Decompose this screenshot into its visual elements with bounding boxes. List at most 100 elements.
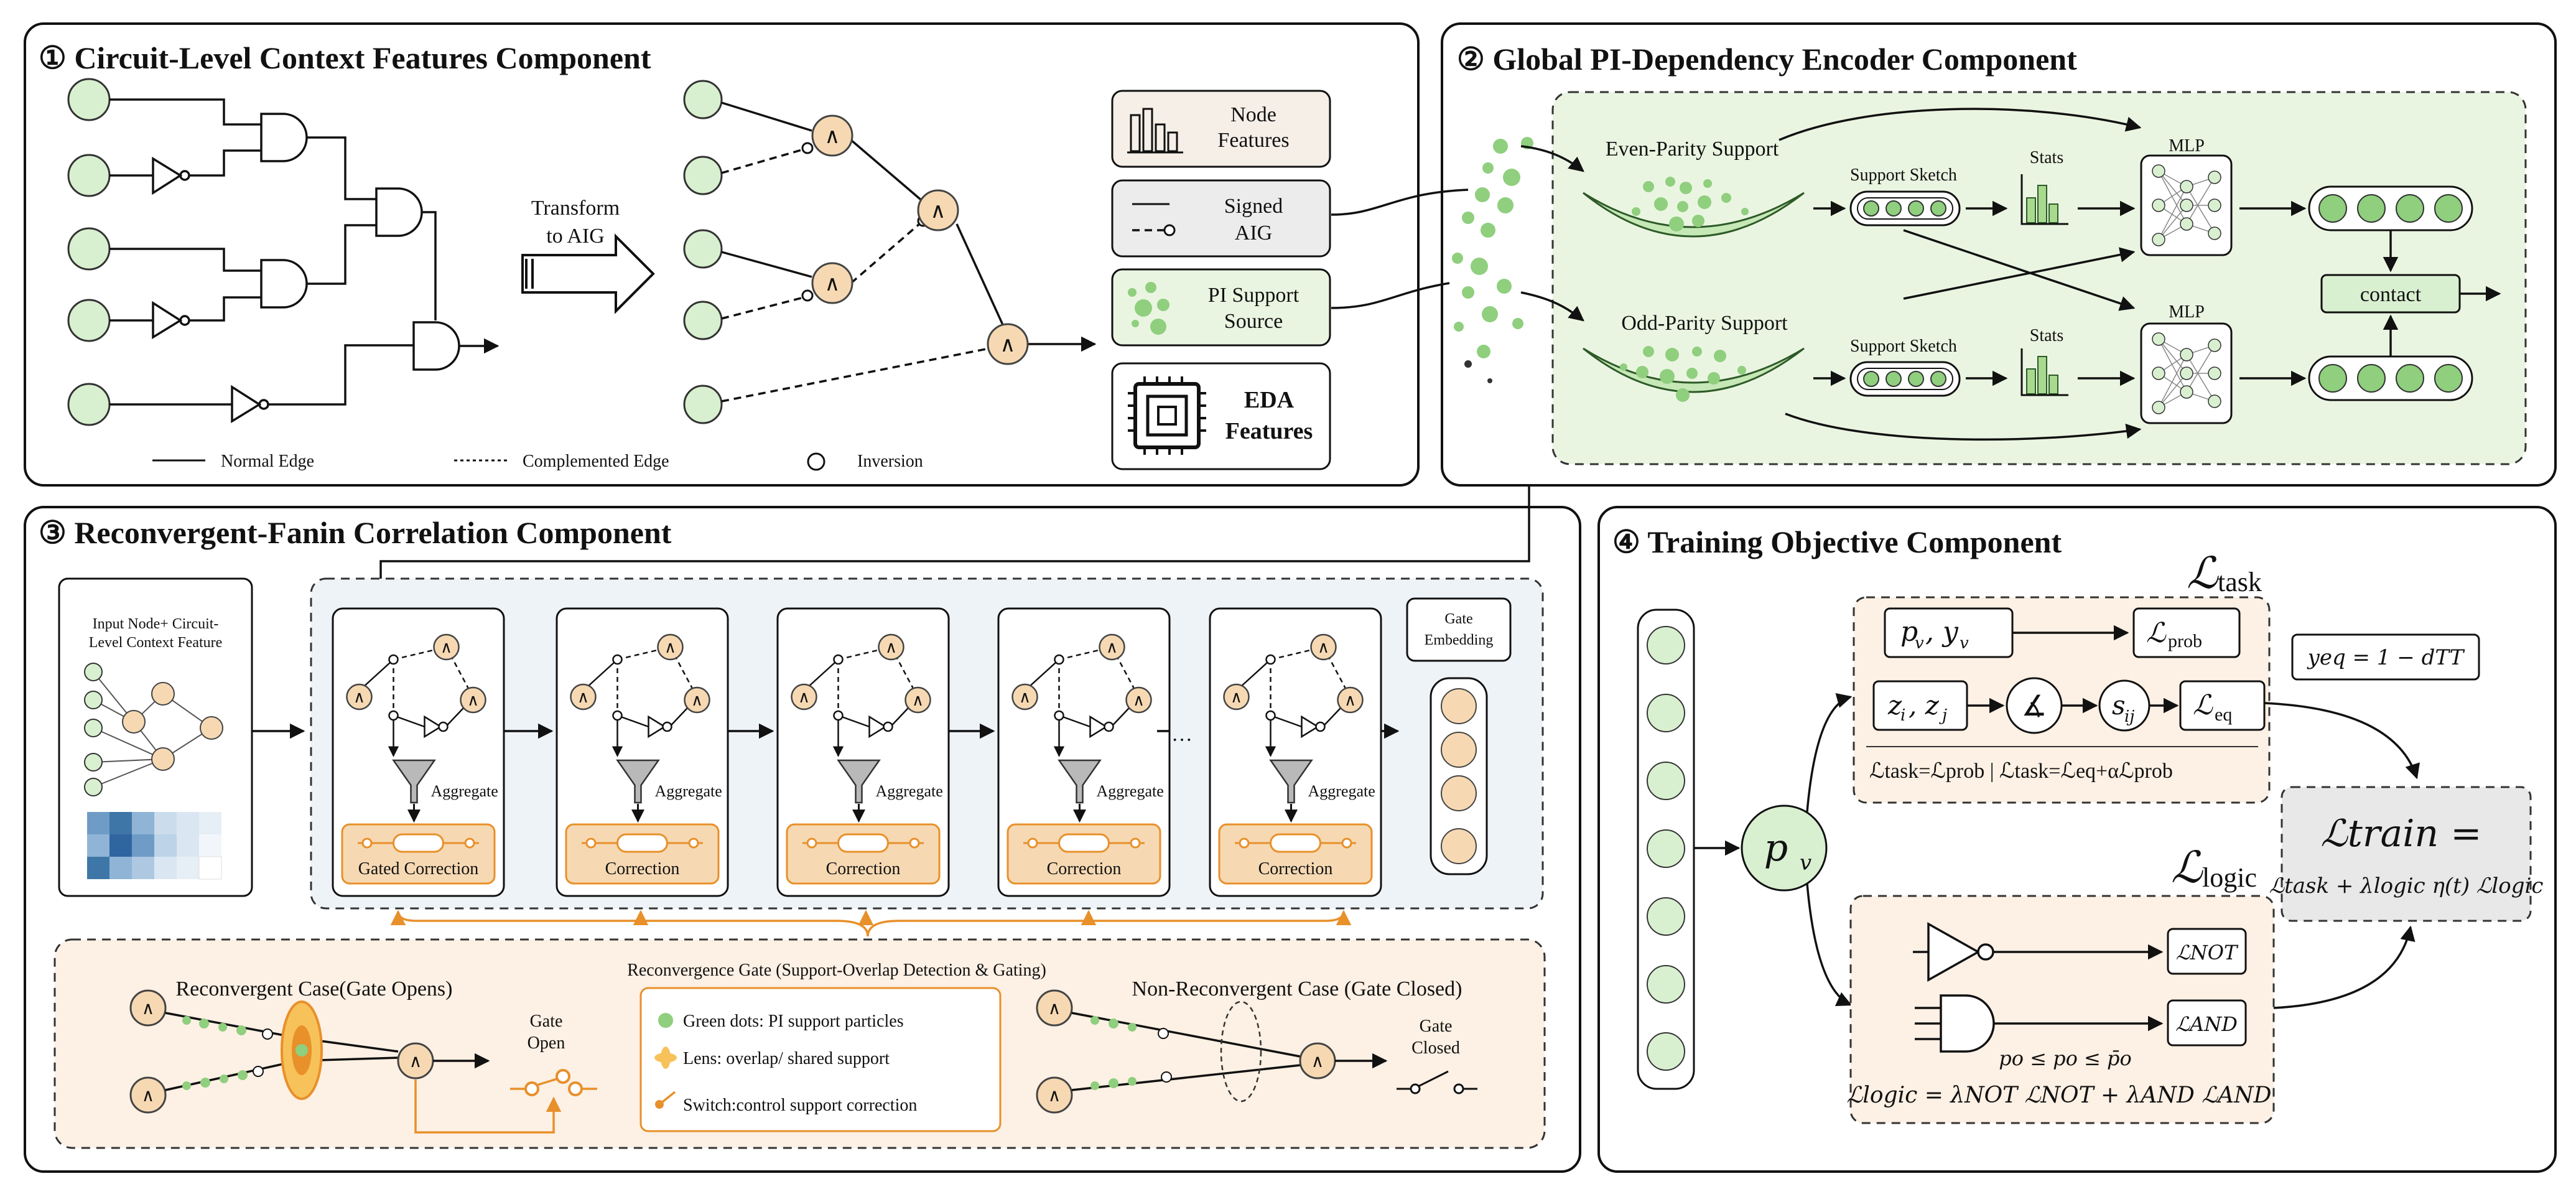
stage-inversion (388, 654, 399, 665)
even-parity-support: Even-Parity Support (1583, 138, 1805, 238)
aggregate-funnel-icon (392, 759, 436, 804)
svg-text:Open: Open (528, 1033, 565, 1053)
svg-text:contact: contact (2360, 283, 2422, 306)
stats-chart-icon-2 (2020, 348, 2068, 396)
svg-text:Switch:control support correct: Switch:control support correction (683, 1096, 917, 1115)
panel2-title: ② Global PI-Dependency Encoder Component (1457, 42, 2077, 77)
stage-inversion (1054, 710, 1064, 721)
aggregate-label: Aggregate (1097, 782, 1164, 800)
svg-text:Level Context Feature: Level Context Feature (89, 635, 223, 651)
svg-text:logic: logic (2202, 862, 2257, 893)
stage-and-label: ∧ (798, 688, 810, 706)
svg-text:∧: ∧ (1048, 1086, 1061, 1106)
svg-text:ℒtrain =: ℒtrain = (2321, 812, 2482, 856)
svg-text:ℒtask + λlogic η(t) ℒlogic: ℒtask + λlogic η(t) ℒlogic (2269, 874, 2544, 898)
stage-not-gate (424, 715, 442, 739)
stats-chart-icon (2020, 174, 2068, 225)
stage-and-label: ∧ (467, 691, 479, 709)
correction-switch-icon (1270, 833, 1321, 853)
stage-and-node (657, 633, 684, 661)
svg-text:Complemented Edge: Complemented Edge (523, 452, 669, 471)
svg-text:Stats: Stats (2030, 326, 2063, 345)
logic-loss-box: ℒNOT ℒAND po ≤ po ≤ p̄o ℒlogic = λNOT ℒN… (1846, 895, 2275, 1124)
stage-inversion (662, 721, 672, 732)
stage-inversion (612, 654, 623, 665)
svg-text:task: task (2218, 567, 2262, 597)
svg-text:ℒ: ℒ (2187, 548, 2219, 599)
correction-label: Correction (605, 859, 680, 879)
gate-open-switch-icon (510, 1069, 597, 1096)
svg-text:s: s (2112, 690, 2126, 720)
svg-text:z: z (1887, 690, 1902, 720)
panel4-title: ④ Training Objective Component (1612, 525, 2062, 559)
svg-text:∡: ∡ (2021, 690, 2047, 722)
correction-box (341, 823, 496, 885)
correction-terminal (909, 837, 920, 849)
stage-and-label: ∧ (1318, 638, 1329, 656)
svg-text:Support Sketch: Support Sketch (1850, 337, 1957, 356)
svg-text:ℒlogic = λNOT ℒNOT + λAND ℒAND: ℒlogic = λNOT ℒNOT + λAND ℒAND (1846, 1083, 2271, 1108)
svg-text:EDA: EDA (1244, 387, 1295, 413)
mlp-icon-bottom (2152, 332, 2221, 414)
stage-and-node (1310, 633, 1337, 661)
svg-text:MLP: MLP (2169, 136, 2205, 156)
stage-and-label: ∧ (1019, 688, 1031, 706)
svg-text:∧: ∧ (142, 999, 155, 1019)
stage-and-node (1125, 686, 1152, 714)
svg-text:Gate: Gate (530, 1012, 563, 1031)
stage-inversion (1054, 654, 1064, 665)
top-encoder-branch: Support Sketch Stats MLP (1813, 136, 2473, 273)
gate-embedding: Gate Embedding (1406, 597, 1512, 875)
svg-text:ij: ij (2124, 707, 2134, 726)
aggregate-label: Aggregate (1308, 782, 1375, 800)
correction-label: Correction (826, 859, 901, 879)
svg-text:∧: ∧ (409, 1052, 422, 1071)
stage-inversion (833, 654, 844, 665)
stage-and-label: ∧ (691, 691, 703, 709)
node-features-box: Node Features (1111, 90, 1331, 168)
svg-text:ℒAND: ℒAND (2175, 1012, 2238, 1036)
embedding-column (1637, 608, 1695, 1090)
svg-text:Non-Reconvergent Case (Gate Cl: Non-Reconvergent Case (Gate Closed) (1132, 977, 1462, 1000)
stage-inversion (833, 710, 844, 721)
panel1-legend: Normal Edge Complemented Edge Inversion (152, 452, 923, 471)
chip-icon (1128, 376, 1206, 455)
svg-text:∧: ∧ (825, 273, 840, 296)
correction-terminal (688, 837, 699, 849)
svg-text:Even-Parity Support: Even-Parity Support (1606, 138, 1779, 161)
stage-and-node (1223, 683, 1250, 711)
correction-box (1218, 823, 1373, 885)
svg-text:ℒ: ℒ (2193, 689, 2213, 721)
svg-text:···: ··· (1171, 729, 1193, 752)
correction-label: Correction (1047, 859, 1122, 879)
odd-parity-support: Odd-Parity Support (1583, 312, 1805, 402)
stage-inversion (612, 710, 623, 721)
original-circuit (67, 78, 500, 426)
pi-support-connector (1331, 282, 1450, 309)
svg-text:prob: prob (2168, 631, 2202, 651)
stage-and-label: ∧ (1344, 691, 1356, 709)
stage-edge (617, 714, 649, 728)
stage-and-label: ∧ (1106, 638, 1118, 656)
reconvergence-gate-section: Reconvergence Gate (Support-Overlap Dete… (53, 938, 1546, 1149)
svg-text:Support Sketch: Support Sketch (1850, 166, 1957, 185)
correction-label: Gated Correction (358, 859, 479, 879)
svg-text:Signed: Signed (1224, 195, 1283, 218)
correction-terminal (1239, 837, 1250, 849)
stage-and-label: ∧ (353, 688, 365, 706)
panel1-title: ① Circuit-Level Context Features Compone… (39, 40, 651, 75)
svg-text:Odd-Parity Support: Odd-Parity Support (1621, 312, 1788, 335)
correction-terminal (585, 837, 597, 849)
svg-text:∧: ∧ (1048, 999, 1061, 1019)
correction-box (786, 823, 941, 885)
svg-text:∧: ∧ (1311, 1052, 1324, 1071)
svg-text:Stats: Stats (2030, 148, 2063, 167)
correction-terminal (1341, 837, 1352, 849)
aggregate-funnel-icon (837, 759, 881, 804)
svg-text:MLP: MLP (2169, 302, 2205, 322)
svg-text:Reconvergence Gate (Support-Ov: Reconvergence Gate (Support-Overlap Dete… (627, 961, 1046, 980)
stage-inversion (1265, 710, 1276, 721)
svg-text:Normal Edge: Normal Edge (221, 452, 314, 471)
